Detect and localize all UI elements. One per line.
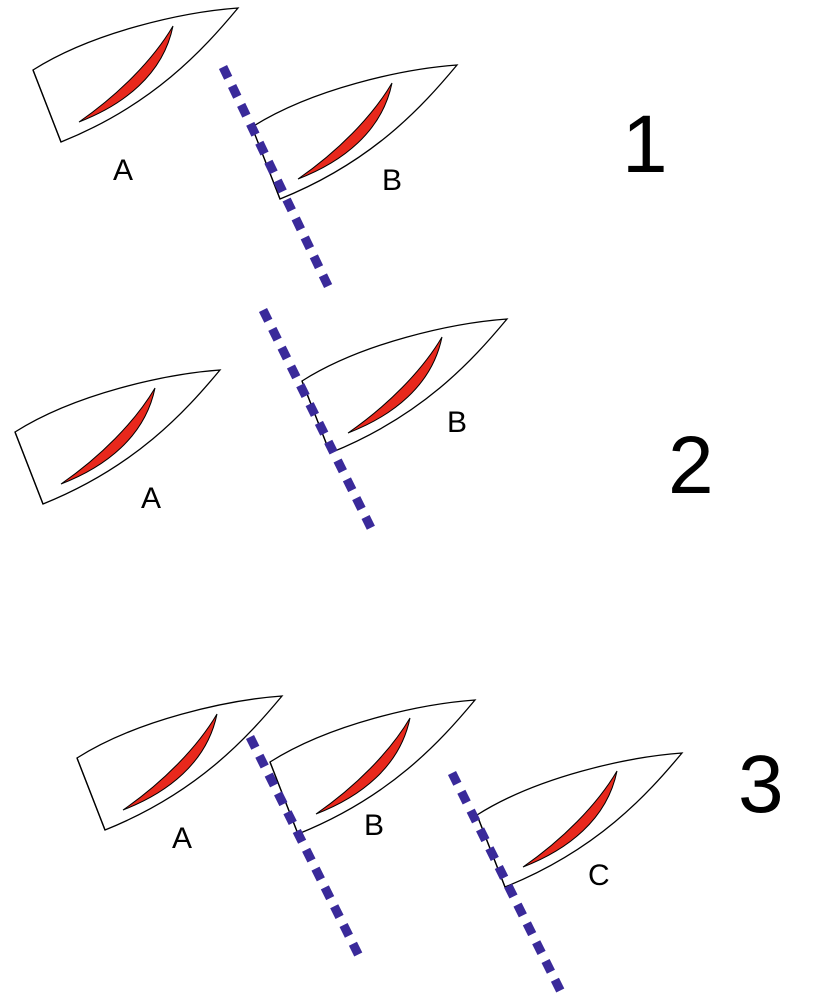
scenario-3: A B C 3 [76, 695, 784, 997]
boat-label-a: A [141, 482, 161, 515]
boat-a-scenario-2 [14, 369, 221, 505]
scenario-number: 1 [622, 99, 668, 190]
boat-label-a: A [113, 154, 133, 187]
scenario-2: A B 2 [14, 308, 714, 534]
scenario-1: A B 1 [32, 7, 668, 292]
scenario-number: 2 [668, 420, 714, 511]
boat-c-scenario-3 [476, 752, 683, 888]
boat-label-a: A [172, 822, 192, 855]
scenario-number: 3 [738, 739, 784, 830]
boat-b-scenario-2 [301, 318, 508, 454]
boat-b-scenario-1 [251, 64, 458, 200]
boat-label-c: C [588, 859, 610, 892]
boat-label-b: B [447, 406, 467, 439]
boat-label-b: B [364, 809, 384, 842]
boat-a-scenario-3 [76, 695, 283, 831]
boat-label-b: B [382, 164, 402, 197]
boat-a-scenario-1 [32, 7, 239, 143]
